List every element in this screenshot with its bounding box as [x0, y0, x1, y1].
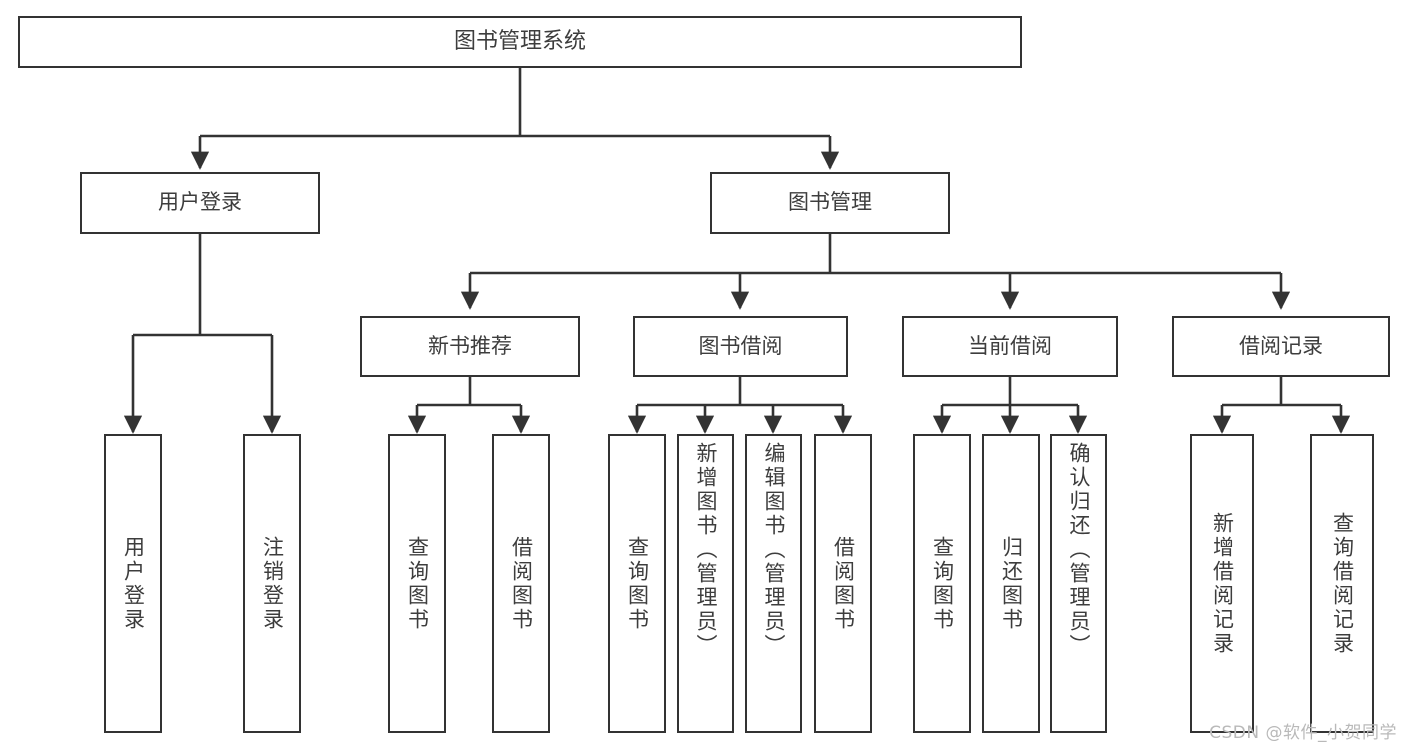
node-book-management[interactable]: 图书管理	[710, 172, 950, 234]
node-leaf-label: 查询图书	[625, 535, 650, 632]
node-leaf-book-borrow-lend[interactable]: 借阅图书	[814, 434, 872, 733]
node-borrow-record-label: 借阅记录	[1239, 333, 1323, 358]
node-leaf-label: 归还图书	[999, 535, 1024, 632]
node-root-label: 图书管理系统	[453, 28, 586, 54]
node-leaf-label: 查询借阅记录	[1330, 511, 1355, 656]
node-leaf-user-login-signin[interactable]: 用户登录	[104, 434, 162, 733]
node-leaf-current-borrow-confirm[interactable]: 确认归还（管理员）	[1050, 434, 1107, 733]
node-leaf-current-borrow-query[interactable]: 查询图书	[913, 434, 971, 733]
node-leaf-label: 确认归还（管理员）	[1067, 442, 1091, 658]
node-user-login[interactable]: 用户登录	[80, 172, 320, 234]
node-leaf-book-borrow-add[interactable]: 新增图书（管理员）	[677, 434, 734, 733]
node-current-borrow-label: 当前借阅	[968, 333, 1052, 358]
node-book-management-label: 图书管理	[788, 190, 872, 215]
node-leaf-book-borrow-edit[interactable]: 编辑图书（管理员）	[745, 434, 802, 733]
node-leaf-label: 新增图书（管理员）	[694, 442, 718, 658]
node-user-login-label: 用户登录	[158, 190, 242, 215]
node-leaf-book-borrow-query[interactable]: 查询图书	[608, 434, 666, 733]
node-leaf-current-borrow-return[interactable]: 归还图书	[982, 434, 1040, 733]
node-leaf-label: 注销登录	[260, 535, 285, 632]
node-new-book-recommend[interactable]: 新书推荐	[360, 316, 580, 377]
node-book-borrow[interactable]: 图书借阅	[633, 316, 848, 377]
node-leaf-new-book-borrow[interactable]: 借阅图书	[492, 434, 550, 733]
node-root-system[interactable]: 图书管理系统	[18, 16, 1022, 68]
node-leaf-user-login-signout[interactable]: 注销登录	[243, 434, 301, 733]
node-leaf-label: 查询图书	[930, 535, 955, 632]
node-new-book-recommend-label: 新书推荐	[428, 333, 512, 358]
node-current-borrow[interactable]: 当前借阅	[902, 316, 1118, 377]
node-leaf-borrow-record-query[interactable]: 查询借阅记录	[1310, 434, 1374, 733]
node-book-borrow-label: 图书借阅	[698, 333, 783, 358]
node-leaf-label: 查询图书	[405, 535, 430, 632]
node-borrow-record[interactable]: 借阅记录	[1172, 316, 1390, 377]
csdn-watermark: CSDN @软件_小贺同学	[1209, 723, 1397, 743]
node-leaf-label: 借阅图书	[509, 535, 534, 632]
node-leaf-label: 编辑图书（管理员）	[762, 442, 786, 658]
node-leaf-new-book-query[interactable]: 查询图书	[388, 434, 446, 733]
node-leaf-borrow-record-add[interactable]: 新增借阅记录	[1190, 434, 1254, 733]
node-leaf-label: 新增借阅记录	[1210, 511, 1235, 656]
node-leaf-label: 借阅图书	[831, 535, 856, 632]
node-leaf-label: 用户登录	[121, 535, 146, 632]
